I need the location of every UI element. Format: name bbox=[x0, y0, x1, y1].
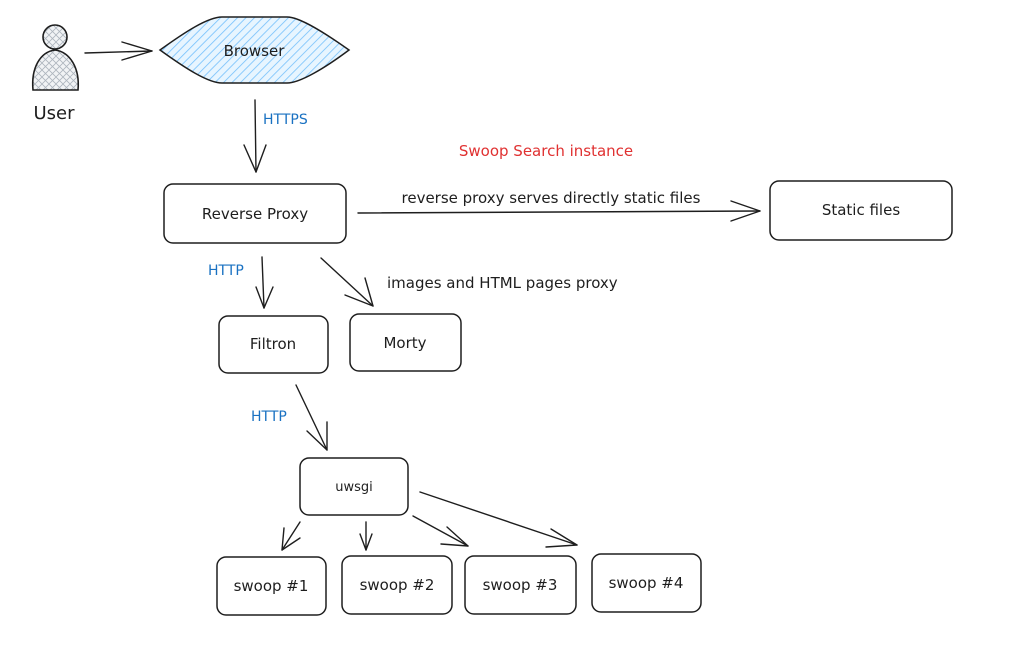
swoop3-label: swoop #3 bbox=[483, 576, 558, 594]
edge-label-http-uwsgi: HTTP bbox=[251, 409, 287, 425]
static-files-node: Static files bbox=[769, 180, 953, 241]
diagram-title: Swoop Search instance bbox=[459, 142, 633, 160]
filtron-label: Filtron bbox=[250, 335, 296, 353]
morty-label: Morty bbox=[383, 334, 426, 352]
edge-label-static: reverse proxy serves directly static fil… bbox=[402, 189, 701, 207]
uwsgi-node: uwsgi bbox=[299, 457, 409, 516]
edge-filtron-uwsgi: HTTP bbox=[251, 384, 328, 451]
swoop2-node: swoop #2 bbox=[341, 555, 453, 615]
edge-proxy-static: reverse proxy serves directly static fil… bbox=[357, 189, 761, 222]
edge-proxy-morty: images and HTML pages proxy bbox=[320, 257, 618, 307]
swoop3-node: swoop #3 bbox=[464, 555, 577, 615]
browser-label: Browser bbox=[224, 42, 286, 60]
swoop1-label: swoop #1 bbox=[234, 577, 309, 595]
swoop2-label: swoop #2 bbox=[360, 576, 435, 594]
edge-label-https: HTTPS bbox=[263, 112, 308, 128]
uwsgi-label: uwsgi bbox=[335, 480, 373, 495]
edge-uwsgi-swoop3 bbox=[412, 515, 469, 547]
browser-node: Browser bbox=[158, 16, 351, 84]
edge-uwsgi-swoop1 bbox=[281, 521, 301, 551]
static-files-label: Static files bbox=[822, 201, 901, 219]
morty-node: Morty bbox=[349, 313, 462, 372]
edge-browser-proxy: HTTPS bbox=[243, 99, 308, 173]
reverse-proxy-label: Reverse Proxy bbox=[202, 205, 308, 223]
edge-label-http-filtron: HTTP bbox=[208, 263, 244, 279]
swoop4-label: swoop #4 bbox=[609, 574, 684, 592]
edge-label-morty: images and HTML pages proxy bbox=[387, 274, 618, 292]
swoop1-node: swoop #1 bbox=[216, 556, 327, 616]
swoop4-node: swoop #4 bbox=[591, 553, 702, 613]
edge-user-browser bbox=[84, 41, 153, 61]
edge-uwsgi-swoop4 bbox=[419, 491, 578, 548]
browser-shape bbox=[158, 16, 351, 84]
user-node: User bbox=[31, 24, 80, 124]
user-label: User bbox=[33, 103, 75, 124]
edge-uwsgi-swoop2 bbox=[359, 521, 373, 551]
filtron-node: Filtron bbox=[218, 315, 329, 374]
edge-proxy-filtron: HTTP bbox=[208, 256, 274, 309]
user-icon bbox=[31, 24, 80, 91]
reverse-proxy-node: Reverse Proxy bbox=[163, 183, 347, 244]
